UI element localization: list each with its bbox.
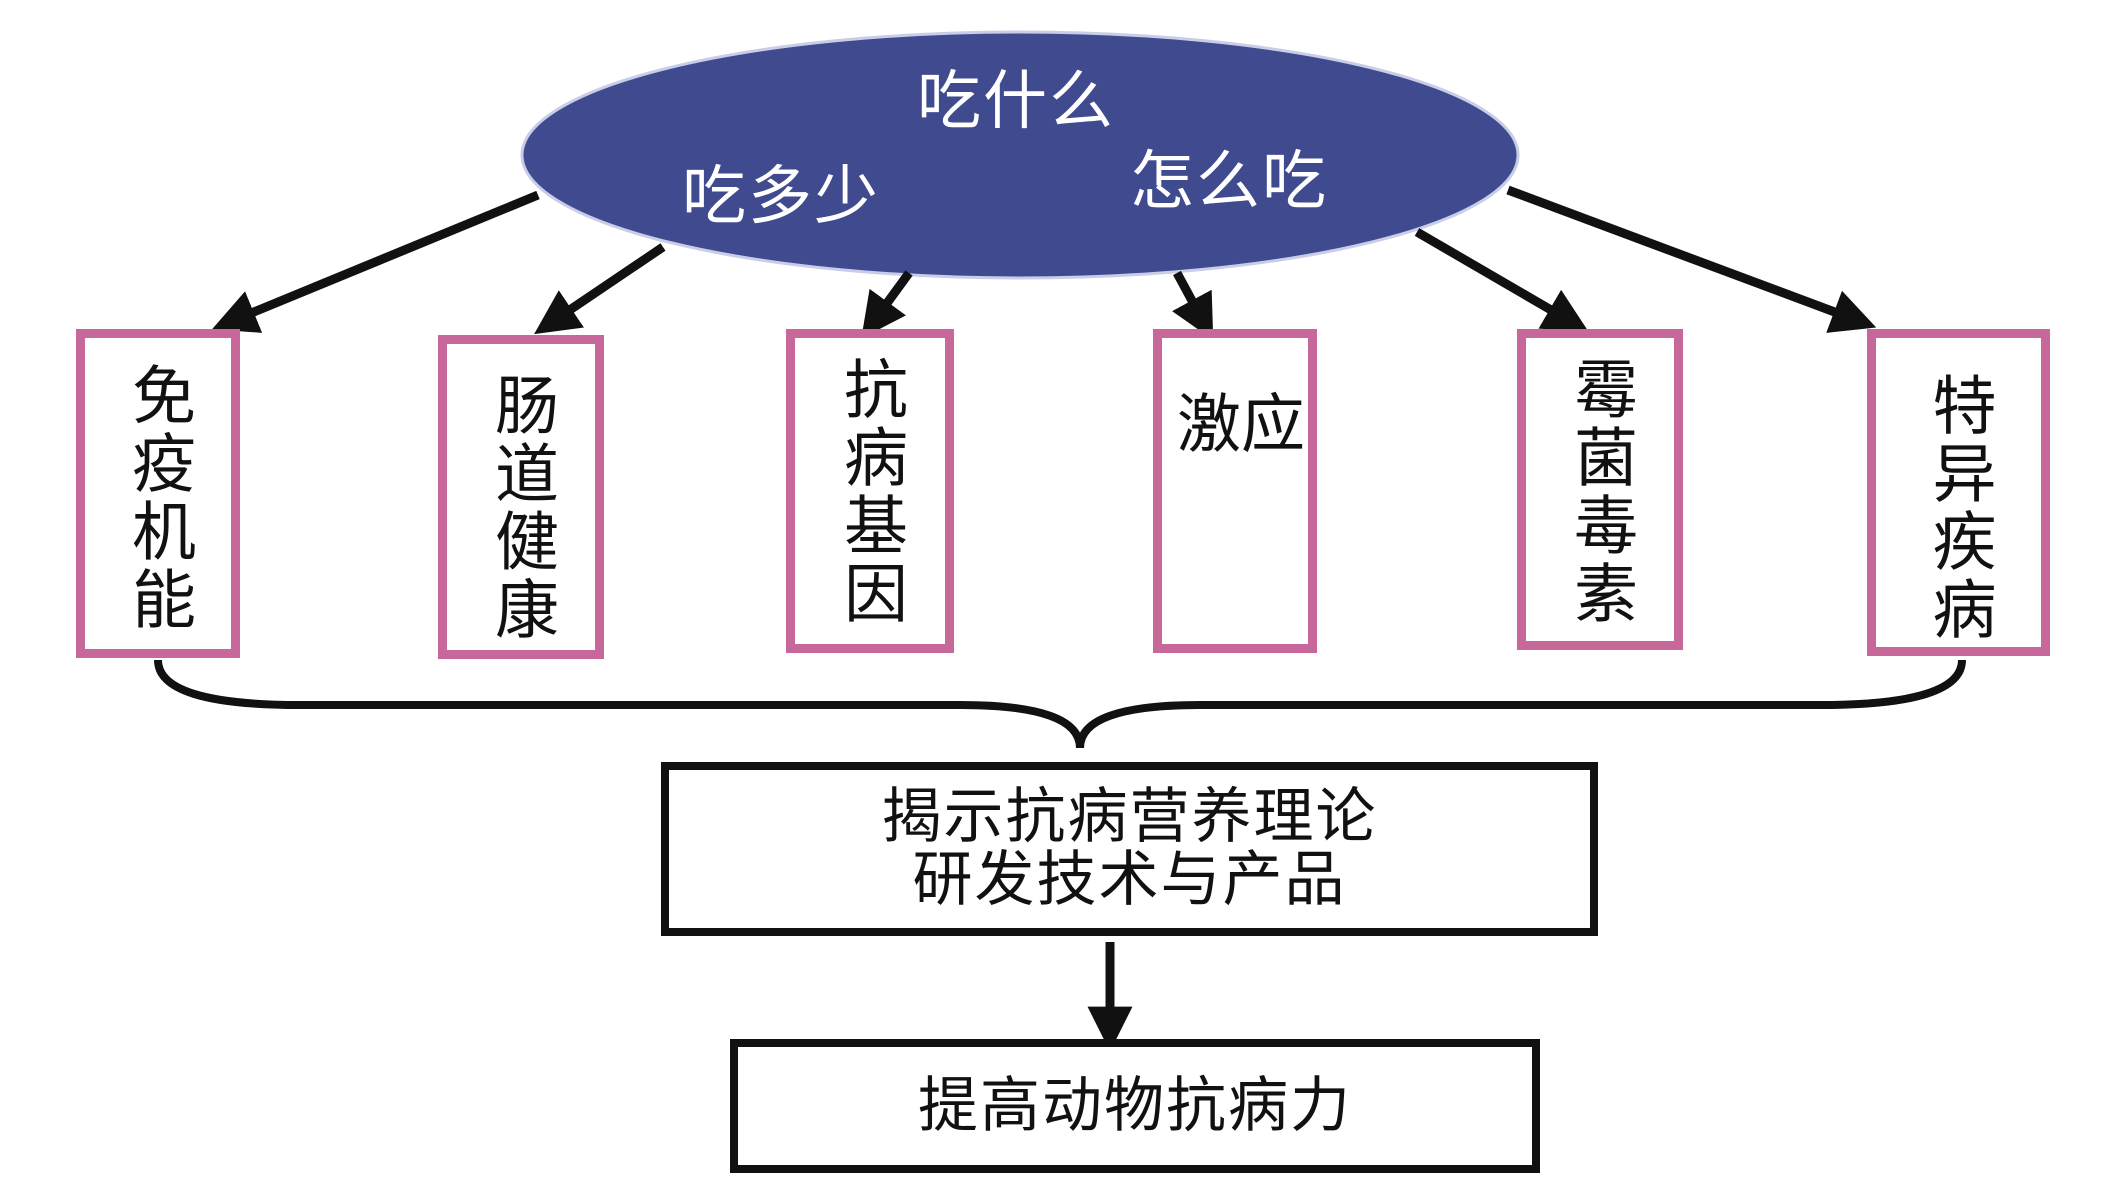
factor-box-stress: 应激 [1153,329,1317,653]
outcome-box: 提高动物抗病力 [730,1039,1540,1173]
factor-box-disease-resistance-genes: 抗病基因 [786,329,954,653]
result-box-theory-and-products: 揭示抗病营养理论 研发技术与产品 [661,762,1598,936]
factor-box-gut-health: 肠道健康 [438,335,604,659]
question-what-to-eat: 吃什么 [917,65,1115,139]
result-line-theory: 揭示抗病营养理论 [881,782,1378,852]
factor-label: 抗病基因 [833,356,907,628]
factor-box-mycotoxins: 霉菌毒素 [1517,329,1683,650]
factor-label: 应激 [1166,390,1304,524]
question-how-much-to-eat: 吃多少 [682,160,880,234]
result-line-products: 研发技术与产品 [912,845,1347,915]
factor-box-specific-diseases: 特异疾病 [1867,329,2050,656]
factor-label: 肠道健康 [484,372,558,644]
factor-label: 霉菌毒素 [1563,356,1637,628]
factor-label: 免疫机能 [121,362,195,634]
factor-label: 特异疾病 [1921,372,1996,644]
arrow-to-factor-3 [861,270,913,339]
arrow-to-factor-1 [212,190,540,333]
grouping-brace [154,659,1966,749]
arrow-to-factor-4 [1172,270,1214,340]
arrow-to-factor-5 [1414,228,1589,332]
center-oval [520,30,1520,280]
arrow-to-factor-6 [1506,185,1877,333]
factor-box-immune-function: 免疫机能 [76,329,240,658]
question-how-to-eat: 怎么吃 [1130,145,1328,219]
outcome-text: 提高动物抗病力 [918,1070,1352,1141]
arrow-to-factor-2 [534,243,666,335]
